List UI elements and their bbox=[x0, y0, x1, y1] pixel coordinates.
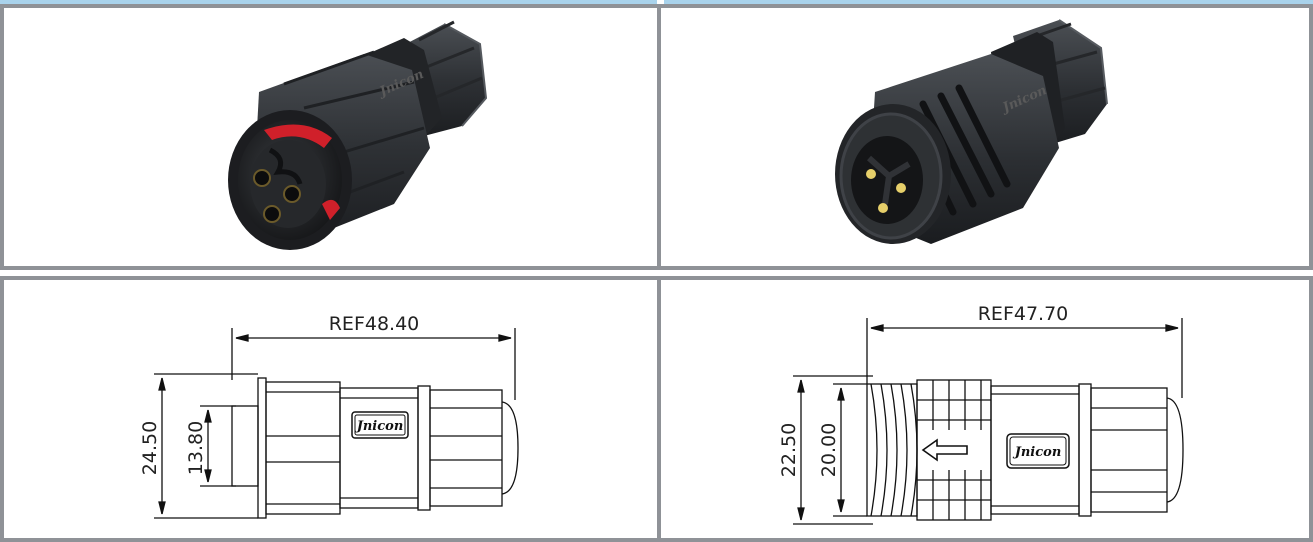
female-brand-badge bbox=[351, 411, 409, 439]
panel-top-accent-left bbox=[0, 0, 657, 5]
male-pin-1 bbox=[866, 169, 876, 179]
female-outer-diameter-label: 24.50 bbox=[139, 421, 161, 475]
male-overall-length-label: REF47.70 bbox=[978, 303, 1069, 325]
female-socket-2 bbox=[283, 185, 301, 203]
female-technical-drawing: Jnicon REF48.40 24.50 13.80 bbox=[139, 313, 519, 519]
male-pin-3 bbox=[878, 203, 888, 213]
male-drawing-brand-label: Jnicon bbox=[1012, 445, 1062, 460]
female-socket-1 bbox=[253, 169, 271, 187]
male-connector-photo-panel: Jnicon bbox=[657, 4, 1313, 270]
male-technical-drawing: Jnicon REF47.70 22.50 20.00 bbox=[778, 303, 1184, 525]
male-vented-body-shape bbox=[916, 379, 992, 521]
male-pin-2 bbox=[896, 183, 906, 193]
panel-top-accent-right bbox=[664, 0, 1313, 5]
male-inner-diameter-label: 20.00 bbox=[818, 423, 840, 477]
male-brand-badge bbox=[1006, 433, 1070, 469]
male-connector-render: Jnicon bbox=[835, 19, 1108, 244]
female-drawing-brand-label: Jnicon bbox=[354, 419, 404, 434]
female-socket-3 bbox=[263, 205, 281, 223]
female-connector-drawing-panel: Jnicon REF48.40 24.50 13.80 bbox=[0, 276, 661, 542]
red-seal-shape bbox=[264, 124, 332, 148]
female-overall-length-label: REF48.40 bbox=[329, 313, 420, 335]
male-thread-shape bbox=[866, 383, 918, 517]
direction-arrow-icon bbox=[921, 438, 968, 462]
male-connector-drawing-panel: Jnicon REF47.70 22.50 20.00 bbox=[657, 276, 1313, 542]
female-connector-photo-panel: Jnicon bbox=[0, 4, 661, 270]
male-rear-shape bbox=[990, 383, 1184, 517]
male-outer-diameter-label: 22.50 bbox=[778, 423, 800, 477]
male-threaded-front-shape bbox=[835, 104, 951, 244]
female-connector-render: Jnicon bbox=[228, 20, 488, 250]
female-outline-shape bbox=[231, 377, 519, 519]
female-inner-diameter-label: 13.80 bbox=[185, 421, 207, 475]
female-front-face-shape bbox=[228, 110, 352, 250]
